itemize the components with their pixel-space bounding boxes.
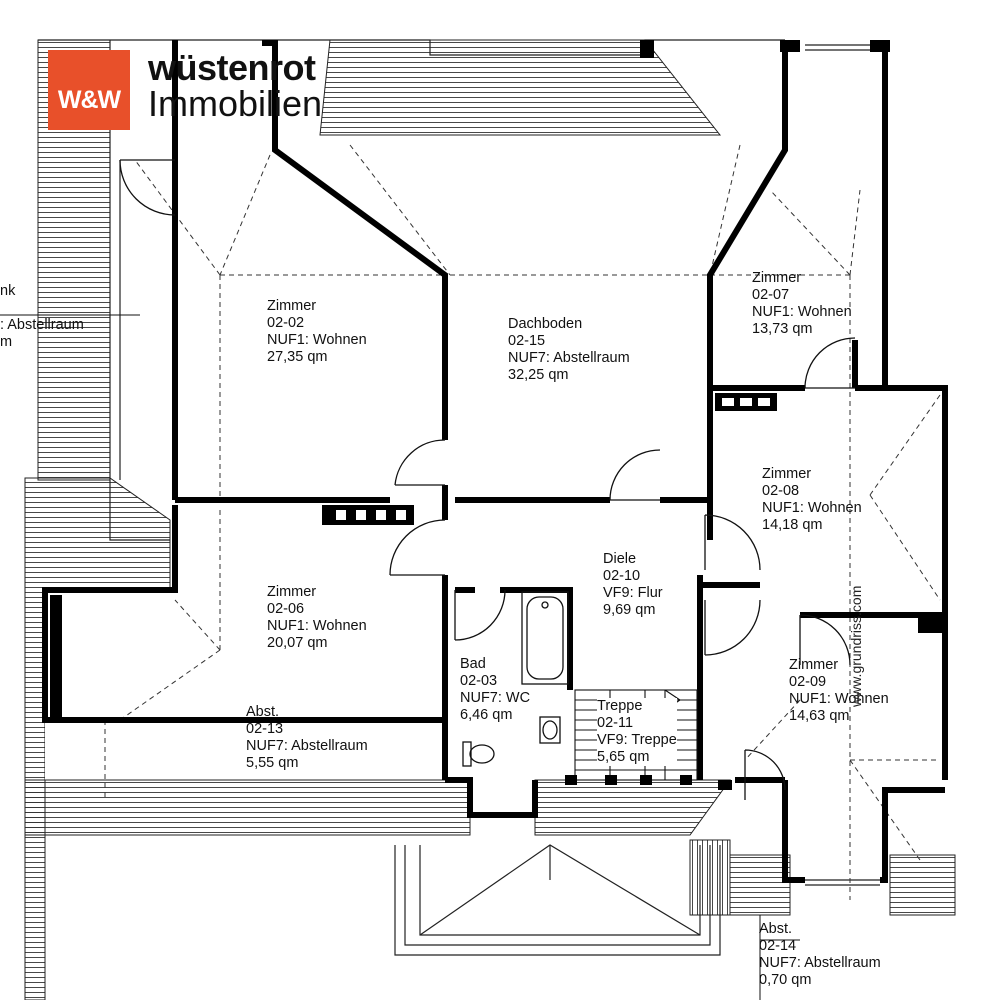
room-area: 14,63 qm (789, 708, 850, 724)
room-name: Abst. (759, 921, 793, 937)
toilet (462, 741, 495, 767)
room-label-abst-02-13: Abst. 02-13 NUF7: Abstellraum 5,55 qm (246, 704, 368, 772)
room-use: VF9: Treppe (597, 732, 677, 748)
room-label-dachboden-02-15: Dachboden 02-15 NUF7: Abstellraum 32,25 … (508, 316, 630, 384)
room-name: Abst. (246, 704, 280, 720)
block-holes (336, 398, 770, 520)
room-number: 02-13 (246, 721, 284, 737)
room-label-diele-02-10: Diele 02-10 VF9: Flur 9,69 qm (603, 551, 663, 619)
room-use: NUF7: Abstellraum (508, 350, 630, 366)
edge-fragment: m (0, 334, 13, 350)
room-use: NUF1: Wohnen (762, 500, 862, 516)
room-use: NUF7: Abstellraum (246, 738, 368, 754)
logo-name: wüstenrot (148, 47, 316, 88)
dimension-ticks (0, 314, 800, 1000)
sink (539, 716, 561, 744)
edge-fragment: nk (0, 283, 16, 299)
room-use: NUF7: Abstellraum (759, 955, 881, 971)
bathtub (521, 591, 569, 685)
room-label-zimmer-02-09: Zimmer 02-09 NUF1: Wohnen 14,63 qm (789, 657, 889, 725)
stair-posts (565, 775, 732, 790)
door-swings (119, 159, 856, 800)
room-label-zimmer-02-07: Zimmer 02-07 NUF1: Wohnen 13,73 qm (752, 270, 852, 338)
thin-lines (38, 39, 880, 956)
roof-lines (104, 144, 941, 900)
room-number: 02-09 (789, 674, 827, 690)
room-use: NUF7: WC (460, 690, 531, 706)
room-number: 02-07 (752, 287, 790, 303)
logo-mark: W&W (57, 86, 121, 114)
room-number: 02-14 (759, 938, 797, 954)
edge-fragment: : Abstellraum (0, 317, 84, 333)
room-number: 02-02 (267, 315, 305, 331)
room-name: Diele (603, 551, 637, 567)
room-name: Dachboden (508, 316, 583, 332)
room-use: NUF1: Wohnen (752, 304, 852, 320)
room-area: 14,18 qm (762, 517, 823, 533)
roof-hatching (24, 39, 956, 1000)
room-area: 5,55 qm (246, 755, 299, 771)
room-label-zimmer-02-06: Zimmer 02-06 NUF1: Wohnen 20,07 qm (267, 584, 367, 652)
room-area: 32,25 qm (508, 367, 569, 383)
room-label-bad-02-03: Bad 02-03 NUF7: WC 6,46 qm (460, 656, 530, 724)
logo-subtitle: Immobilien (148, 83, 323, 124)
room-use: NUF1: Wohnen (789, 691, 889, 707)
room-name: Zimmer (762, 466, 812, 482)
room-label-zimmer-02-08: Zimmer 02-08 NUF1: Wohnen 14,18 qm (762, 466, 862, 534)
room-number: 02-03 (460, 673, 498, 689)
room-name: Bad (460, 656, 486, 672)
room-area: 6,46 qm (460, 707, 513, 723)
room-name: Zimmer (752, 270, 802, 286)
room-name: Zimmer (789, 657, 839, 673)
room-area: 9,69 qm (603, 602, 656, 618)
room-number: 02-10 (603, 568, 641, 584)
chimney-blocks (50, 40, 946, 720)
room-area: 27,35 qm (267, 349, 328, 365)
room-number: 02-11 (597, 715, 634, 731)
room-label-zimmer-02-02: Zimmer 02-02 NUF1: Wohnen 27,35 qm (267, 298, 367, 366)
logo-badge: W&W (48, 50, 130, 130)
room-area: 20,07 qm (267, 635, 328, 651)
room-number: 02-08 (762, 483, 800, 499)
room-area: 13,73 qm (752, 321, 813, 337)
watermark: www.grundriss.com (848, 585, 864, 707)
room-area: 5,65 qm (597, 749, 650, 765)
room-number: 02-06 (267, 601, 305, 617)
walls (42, 40, 948, 883)
room-name: Treppe (597, 698, 643, 714)
room-label-treppe-02-11: Treppe 02-11 VF9: Treppe 5,65 qm (597, 698, 677, 766)
room-use: VF9: Flur (603, 585, 663, 601)
room-use: NUF1: Wohnen (267, 332, 367, 348)
room-area: 0,70 qm (759, 972, 812, 988)
room-name: Zimmer (267, 584, 317, 600)
room-use: NUF1: Wohnen (267, 618, 367, 634)
room-name: Zimmer (267, 298, 317, 314)
room-number: 02-15 (508, 333, 546, 349)
room-label-abst-02-14: Abst. 02-14 NUF7: Abstellraum 0,70 qm (759, 921, 881, 989)
